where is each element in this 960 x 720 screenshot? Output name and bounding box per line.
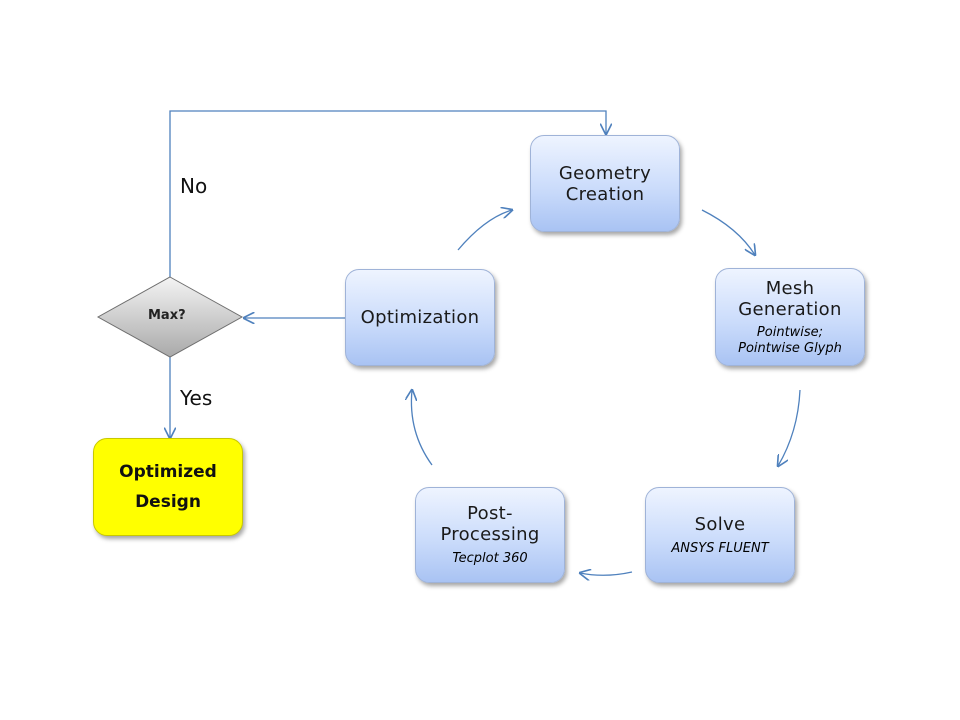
mesh-line2: Generation [738,298,842,320]
solve-title: Solve [694,513,746,535]
post-line2: Processing [440,524,540,545]
decision-label: Max? [148,308,186,323]
arrow-post-to-optimization [411,390,433,466]
post-processing-node: Post- Processing Tecplot 360 [415,487,565,583]
geometry-creation-node: Geometry Creation [530,135,680,232]
post-line1: Post- [467,503,513,524]
solve-node: Solve ANSYS FLUENT [645,487,795,583]
arrow-decision-no-loop [169,110,606,277]
mesh-sub1: Pointwise; [756,324,824,340]
optimization-node: Optimization [345,269,495,366]
mesh-generation-node: Mesh Generation Pointwise; Pointwise Gly… [715,268,865,366]
arrow-geometry-to-mesh [701,209,755,255]
result-line1: Optimized [119,462,217,482]
arrow-solve-to-post [580,572,633,575]
mesh-sub2: Pointwise Glyph [738,340,842,356]
decision-diamond [96,276,244,358]
solve-sub: ANSYS FLUENT [671,540,769,556]
geometry-line2: Creation [565,183,645,205]
branch-no-label: No [180,174,208,198]
optimized-design-node: Optimized Design [93,438,243,536]
arrow-optimization-to-geometry [457,210,512,251]
arrow-mesh-to-solve [778,389,801,466]
branch-yes-label: Yes [180,386,213,410]
mesh-line1: Mesh [765,277,815,299]
geometry-line1: Geometry [558,162,652,184]
optimization-title: Optimization [360,307,480,328]
post-sub: Tecplot 360 [452,551,528,566]
result-line2: Design [135,492,201,512]
